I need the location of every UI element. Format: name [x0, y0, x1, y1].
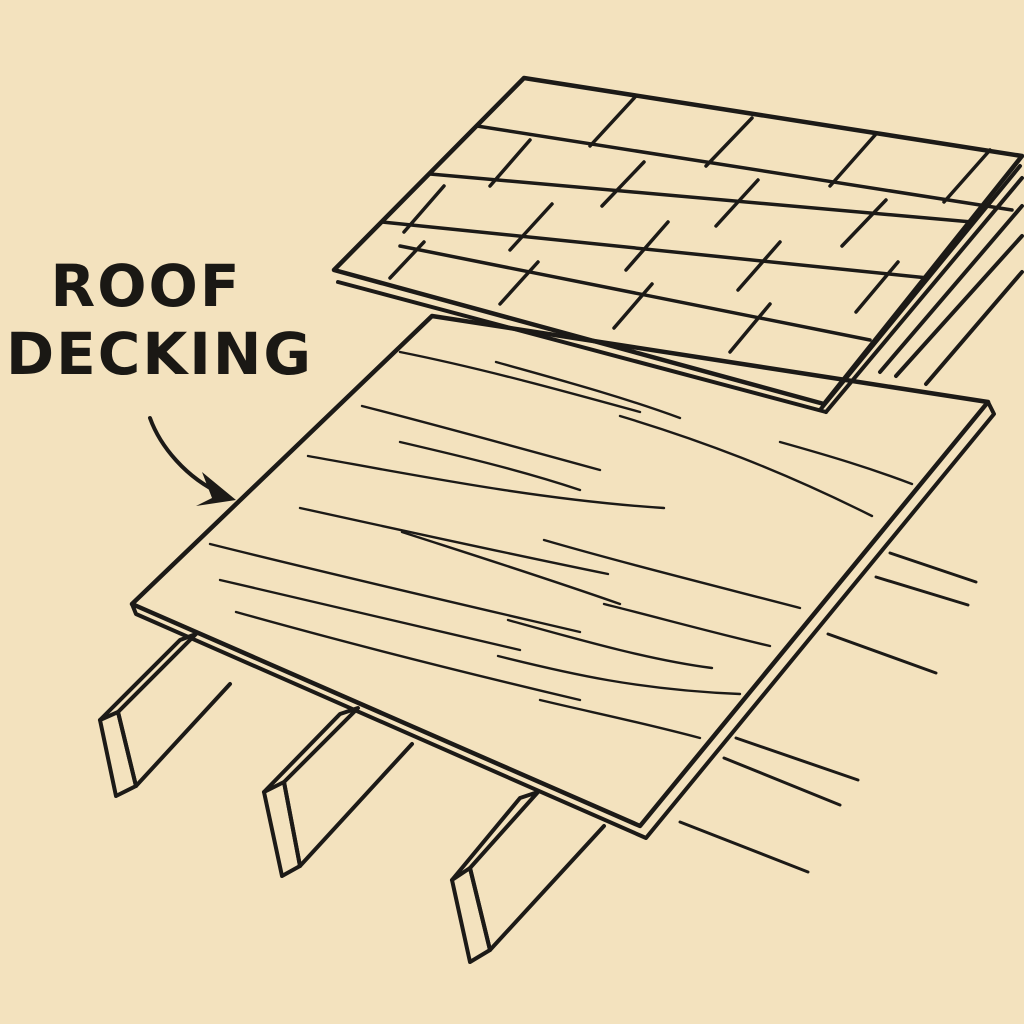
rafter-1: [98, 632, 232, 798]
shingle-panel: [331, 75, 1024, 407]
roof-deck-sheet: [129, 313, 996, 840]
rafter-2: [262, 706, 414, 878]
rafter-lines-right: [678, 551, 978, 874]
shingle-courses: [380, 124, 1014, 342]
callout-arrow: [148, 416, 236, 506]
rafter-3: [450, 790, 606, 964]
wood-grain: [208, 350, 914, 740]
label-line-2: DECKING: [6, 320, 314, 388]
shingle-panel-edges: [336, 164, 1024, 414]
label-line-1: ROOF: [50, 252, 242, 320]
shingle-joints: [388, 94, 992, 354]
roof-decking-label: ROOF DECKING: [6, 252, 314, 388]
